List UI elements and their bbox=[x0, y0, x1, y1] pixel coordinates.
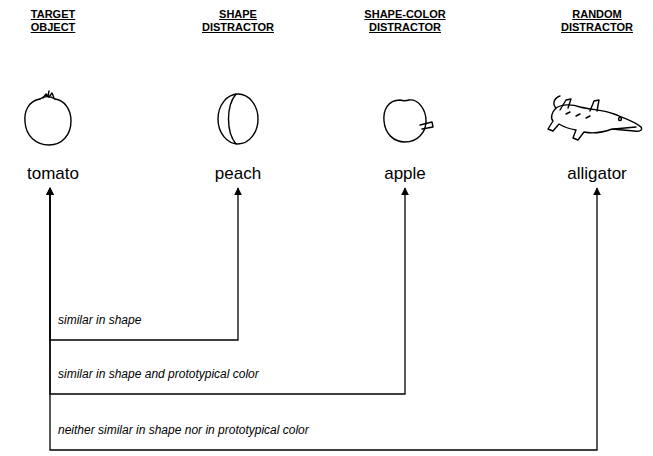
object-name: alligator bbox=[544, 164, 650, 184]
connector-arrow bbox=[50, 188, 238, 340]
object-column: SHAPE-COLOR DISTRACTOR apple bbox=[347, 8, 463, 184]
relation-label: neither similar in shape nor in prototyp… bbox=[56, 423, 311, 437]
column-heading: SHAPE-COLOR DISTRACTOR bbox=[360, 8, 450, 34]
peach-drawing bbox=[218, 94, 258, 144]
column-heading: SHAPE DISTRACTOR bbox=[193, 8, 283, 34]
connector-arrow bbox=[50, 188, 405, 394]
relation-label: similar in shape bbox=[56, 313, 143, 327]
picture-space bbox=[347, 34, 463, 164]
alligator-drawing bbox=[548, 96, 642, 140]
column-heading: RANDOM DISTRACTOR bbox=[552, 8, 642, 34]
picture-space bbox=[2, 34, 104, 164]
relation-label: similar in shape and prototypical color bbox=[56, 367, 261, 381]
object-column: TARGET OBJECT tomato bbox=[2, 8, 104, 184]
object-column: SHAPE DISTRACTOR peach bbox=[180, 8, 296, 184]
object-name: tomato bbox=[2, 164, 104, 184]
object-name: apple bbox=[347, 164, 463, 184]
connector-arrow bbox=[50, 188, 597, 450]
object-name: peach bbox=[180, 164, 296, 184]
picture-space bbox=[180, 34, 296, 164]
tomato-drawing bbox=[25, 91, 71, 145]
apple-drawing bbox=[384, 100, 433, 142]
picture-space bbox=[544, 34, 650, 164]
column-heading: TARGET OBJECT bbox=[8, 8, 98, 34]
object-column: RANDOM DISTRACTOR alligator bbox=[544, 8, 650, 184]
